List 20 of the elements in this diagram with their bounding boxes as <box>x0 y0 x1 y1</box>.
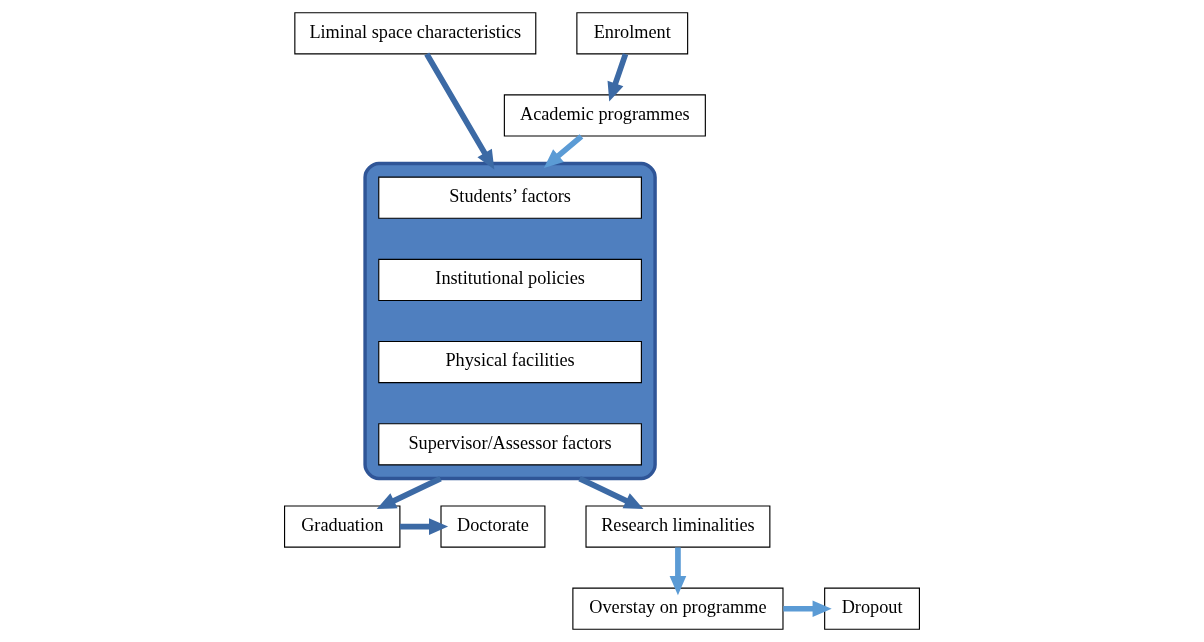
arrow <box>783 600 832 618</box>
cluster <box>363 161 657 481</box>
node-box: Physical facilities <box>378 341 642 384</box>
arrow <box>424 52 495 170</box>
node-box: Dropout <box>824 587 920 630</box>
arrow <box>607 53 629 102</box>
node-box: Students’ factors <box>378 176 642 219</box>
node-box: Enrolment <box>576 12 689 55</box>
node-box: Academic programmes <box>503 94 706 137</box>
arrow <box>578 476 644 509</box>
arrow <box>669 547 687 596</box>
node-box: Supervisor/Assessor factors <box>378 423 642 466</box>
node-box: Graduation <box>284 505 401 548</box>
arrow <box>376 476 442 509</box>
node-box: Doctorate <box>440 505 546 548</box>
node-box: Institutional policies <box>378 258 642 301</box>
node-box: Overstay on programme <box>572 587 784 630</box>
node-box: Research liminalities <box>585 505 771 548</box>
node-box: Liminal space characteristics <box>294 12 537 55</box>
arrow <box>399 518 449 535</box>
